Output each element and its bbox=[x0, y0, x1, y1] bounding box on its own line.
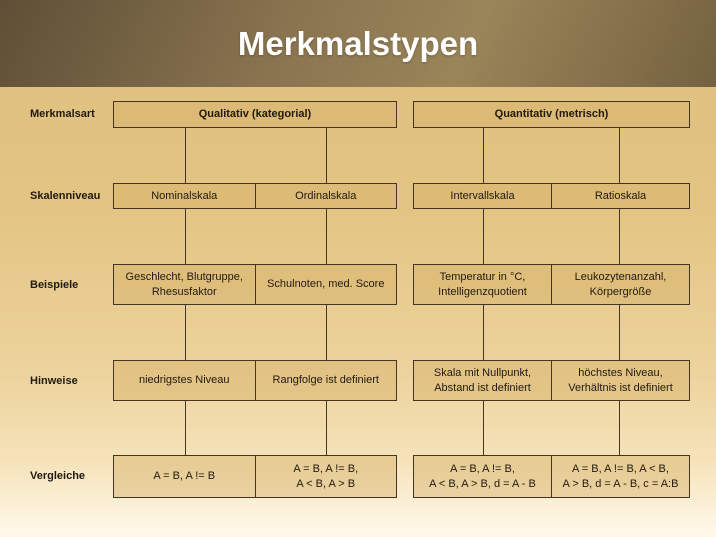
vergleich-cell-ordinalskala: A = B, A != B, A < B, A > B bbox=[254, 456, 397, 497]
beispiele-box-right: Temperatur in °C, Intelligenzquotient Le… bbox=[413, 264, 690, 305]
hinweis-cell-ratioskala: höchstes Niveau, Verhältnis ist definier… bbox=[551, 361, 689, 400]
hinweise-box-right: Skala mit Nullpunkt, Abstand ist definie… bbox=[413, 360, 690, 401]
beispiel-cell-ordinalskala: Schulnoten, med. Score bbox=[254, 265, 397, 304]
hinweis-cell-intervallskala: Skala mit Nullpunkt, Abstand ist definie… bbox=[433, 366, 532, 394]
connector-line bbox=[619, 128, 620, 183]
row-label-merkmalsart: Merkmalsart bbox=[30, 108, 95, 120]
connector-line bbox=[326, 209, 327, 264]
skalenniveau-box-right: Intervallskala Ratioskala bbox=[413, 183, 690, 209]
skalenniveau-box-left: Nominalskala Ordinalskala bbox=[113, 183, 397, 209]
tree-label-quantitativ: Quantitativ (metrisch) bbox=[494, 108, 609, 120]
row-label-hinweise: Hinweise bbox=[30, 375, 78, 387]
connector-line bbox=[185, 305, 186, 360]
connector-line bbox=[326, 305, 327, 360]
skala-cell-nominalskala: Nominalskala bbox=[151, 189, 218, 202]
beispiel-cell-intervallskala: Temperatur in °C, Intelligenzquotient bbox=[438, 270, 527, 298]
connector-line bbox=[619, 209, 620, 264]
page-title: Merkmalstypen bbox=[237, 25, 479, 62]
row-label-vergleiche: Vergleiche bbox=[30, 470, 86, 482]
connector-line bbox=[185, 128, 186, 183]
hinweis-cell-nominalskala: niedrigstes Niveau bbox=[139, 374, 230, 386]
vergleiche-box-left: A = B, A != B A = B, A != B, A < B, A > … bbox=[113, 455, 397, 498]
hinweis-cell-ordinalskala: Rangfolge ist definiert bbox=[254, 361, 397, 400]
row-label-beispiele: Beispiele bbox=[30, 279, 79, 291]
row-label-skalenniveau: Skalenniveau bbox=[30, 190, 101, 202]
connector-line bbox=[619, 305, 620, 360]
skala-cell-intervallskala: Intervallskala bbox=[450, 189, 515, 202]
hinweise-box-left: niedrigstes Niveau Rangfolge ist definie… bbox=[113, 360, 397, 401]
beispiele-box-left: Geschlecht, Blutgruppe, Rhesusfaktor Sch… bbox=[113, 264, 397, 305]
merkmalsart-box-quantitativ: Quantitativ (metrisch) bbox=[413, 101, 690, 128]
connector-line bbox=[483, 128, 484, 183]
tree-label-qualitativ: Qualitativ (kategorial) bbox=[198, 108, 312, 120]
title-bar: Merkmalstypen bbox=[0, 0, 716, 87]
beispiel-cell-nominalskala: Geschlecht, Blutgruppe, Rhesusfaktor bbox=[125, 270, 243, 298]
skala-cell-ratioskala: Ratioskala bbox=[551, 184, 689, 208]
skala-cell-ordinalskala: Ordinalskala bbox=[254, 184, 397, 208]
connector-line bbox=[483, 305, 484, 360]
connector-line bbox=[185, 209, 186, 264]
connector-line bbox=[326, 128, 327, 183]
connector-line bbox=[619, 401, 620, 455]
vergleich-cell-ratioskala: A = B, A != B, A < B, A > B, d = A - B, … bbox=[551, 456, 689, 497]
vergleich-cell-nominalskala: A = B, A != B bbox=[153, 470, 216, 482]
merkmalsart-box-qualitativ: Qualitativ (kategorial) bbox=[113, 101, 397, 128]
connector-line bbox=[483, 209, 484, 264]
vergleich-cell-intervallskala: A = B, A != B, A < B, A > B, d = A - B bbox=[429, 462, 536, 490]
connector-line bbox=[326, 401, 327, 455]
connector-line bbox=[483, 401, 484, 455]
connector-line bbox=[185, 401, 186, 455]
vergleiche-box-right: A = B, A != B, A < B, A > B, d = A - B A… bbox=[413, 455, 690, 498]
beispiel-cell-ratioskala: Leukozytenanzahl, Körpergröße bbox=[551, 265, 689, 304]
